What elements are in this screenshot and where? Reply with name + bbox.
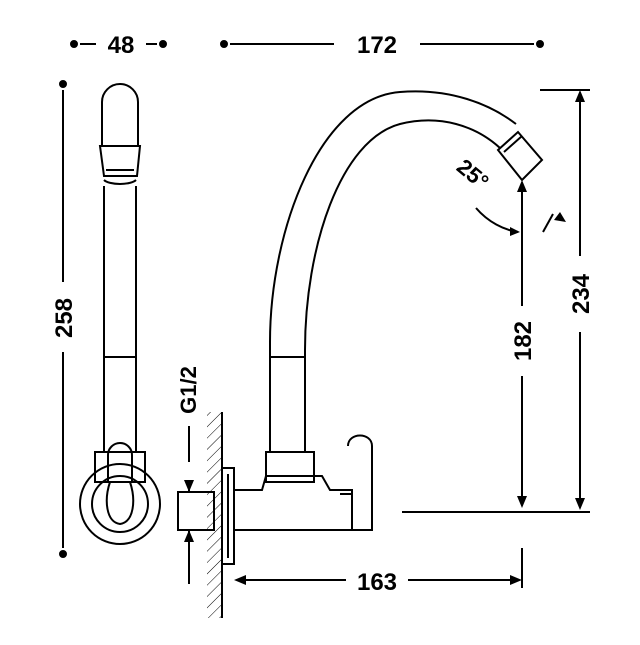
label-angle: 25°: [452, 154, 494, 195]
spout-tube: [269, 90, 517, 452]
aerator: [496, 130, 544, 182]
dimension-234: [540, 89, 590, 510]
side-view: [59, 40, 167, 558]
label-234: 234: [568, 273, 595, 314]
valve-body: [233, 434, 373, 531]
label-thread: G1/2: [176, 366, 201, 414]
front-view: [177, 40, 590, 618]
label-163: 163: [357, 569, 397, 596]
dimension-258: [59, 80, 67, 558]
label-258: 258: [51, 298, 78, 338]
label-172: 172: [357, 32, 397, 59]
dimension-172: [220, 40, 544, 48]
spout-side: [98, 83, 142, 452]
wall-flange: [221, 467, 235, 565]
dimension-182: [517, 180, 527, 508]
label-182: 182: [510, 321, 537, 361]
angle-arc: [475, 207, 566, 236]
label-48: 48: [108, 32, 135, 59]
dimension-48: [70, 40, 167, 48]
dimension-163: [234, 548, 523, 588]
thread-arrows: [184, 480, 194, 542]
body-side: [79, 442, 161, 545]
